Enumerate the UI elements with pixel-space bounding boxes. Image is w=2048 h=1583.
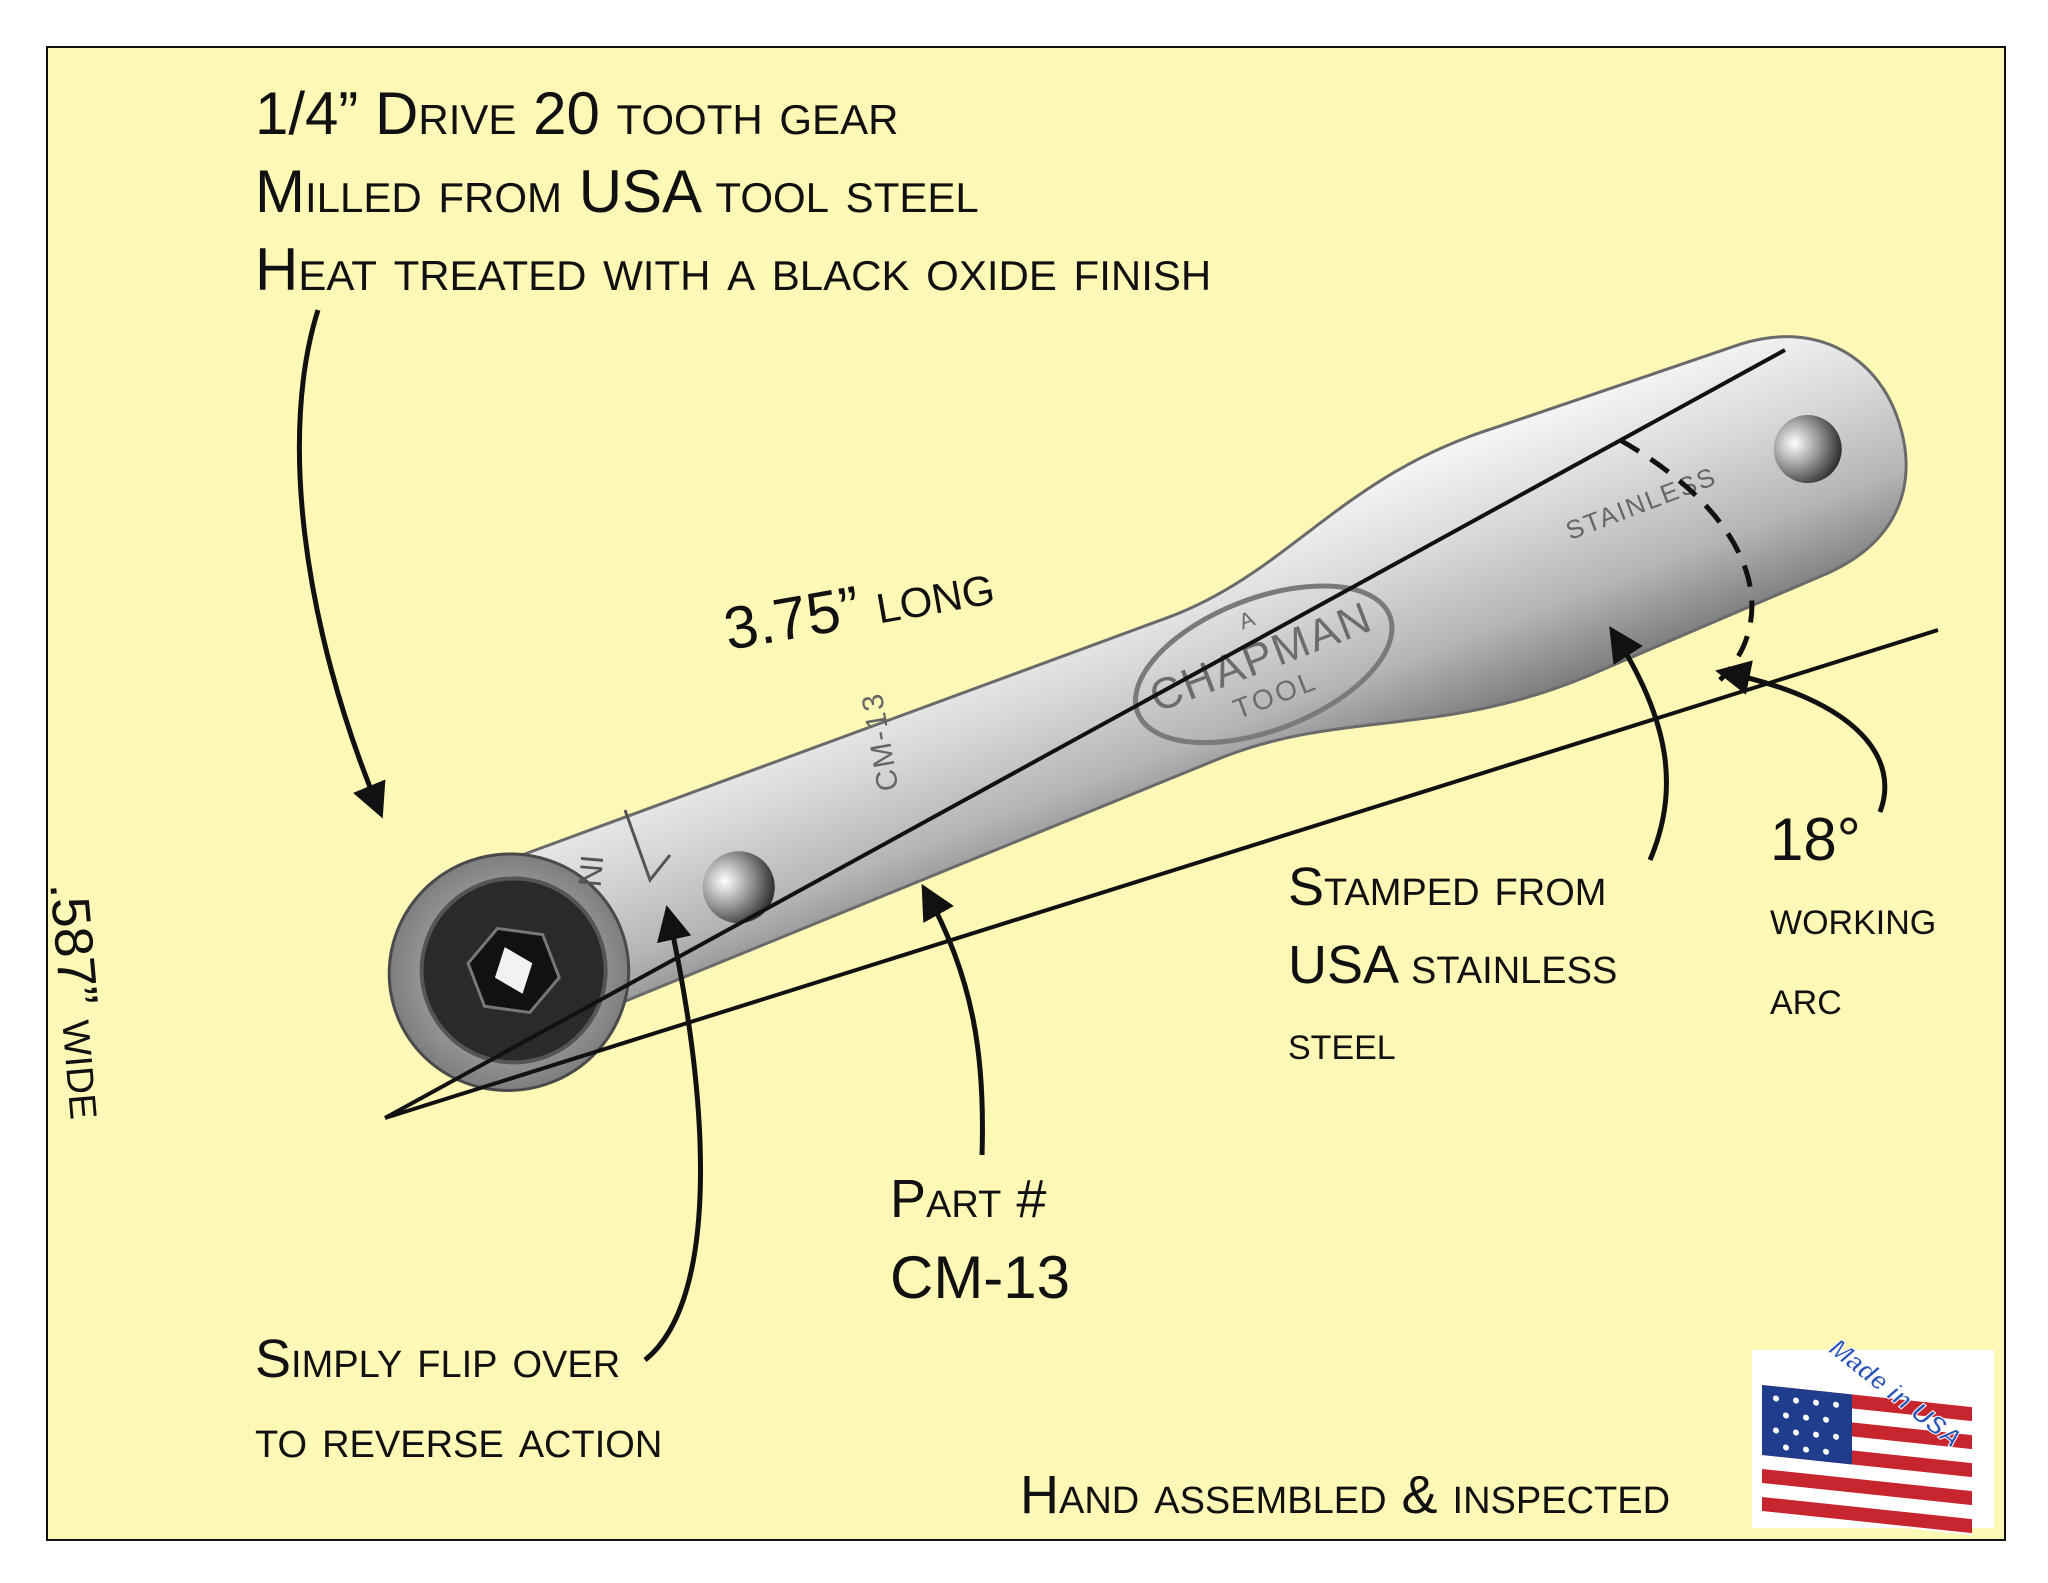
gear-spec-line-2: Milled from USA tool steel xyxy=(255,158,979,225)
part-number: CM-13 xyxy=(890,1244,1071,1311)
part-label: Part # xyxy=(890,1169,1047,1229)
arc-label-1: working xyxy=(1770,892,1937,945)
arc-label-2: arc xyxy=(1770,972,1842,1025)
gear-spec-line-1: 1/4” Drive 20 tooth gear xyxy=(255,80,899,147)
made-in-usa-badge: Made in USA xyxy=(1752,1332,1994,1536)
stamped-line-2: USA stainless xyxy=(1288,935,1618,995)
ratchet-wrench-illustration: A CHAPMAN TOOL STAINLESS CM-13 IN xyxy=(387,335,1908,1092)
gear-spec-line-3: Heat treated with a black oxide finish xyxy=(255,236,1212,303)
direction-mark xyxy=(623,809,672,884)
in-stamp: IN xyxy=(572,853,611,888)
working-arc-lines xyxy=(384,348,1939,1120)
flip-line-1: Simply flip over xyxy=(255,1329,621,1389)
callout-arrows xyxy=(296,309,1888,1362)
stamped-line-1: Stamped from xyxy=(1288,857,1607,917)
stamped-line-3: steel xyxy=(1288,1017,1396,1070)
usa-flag-icon xyxy=(1762,1385,1972,1536)
hand-assembled-label: Hand assembled & inspected xyxy=(1020,1465,1671,1525)
arc-degrees: 18° xyxy=(1770,806,1861,873)
flip-line-2: to reverse action xyxy=(255,1409,663,1469)
